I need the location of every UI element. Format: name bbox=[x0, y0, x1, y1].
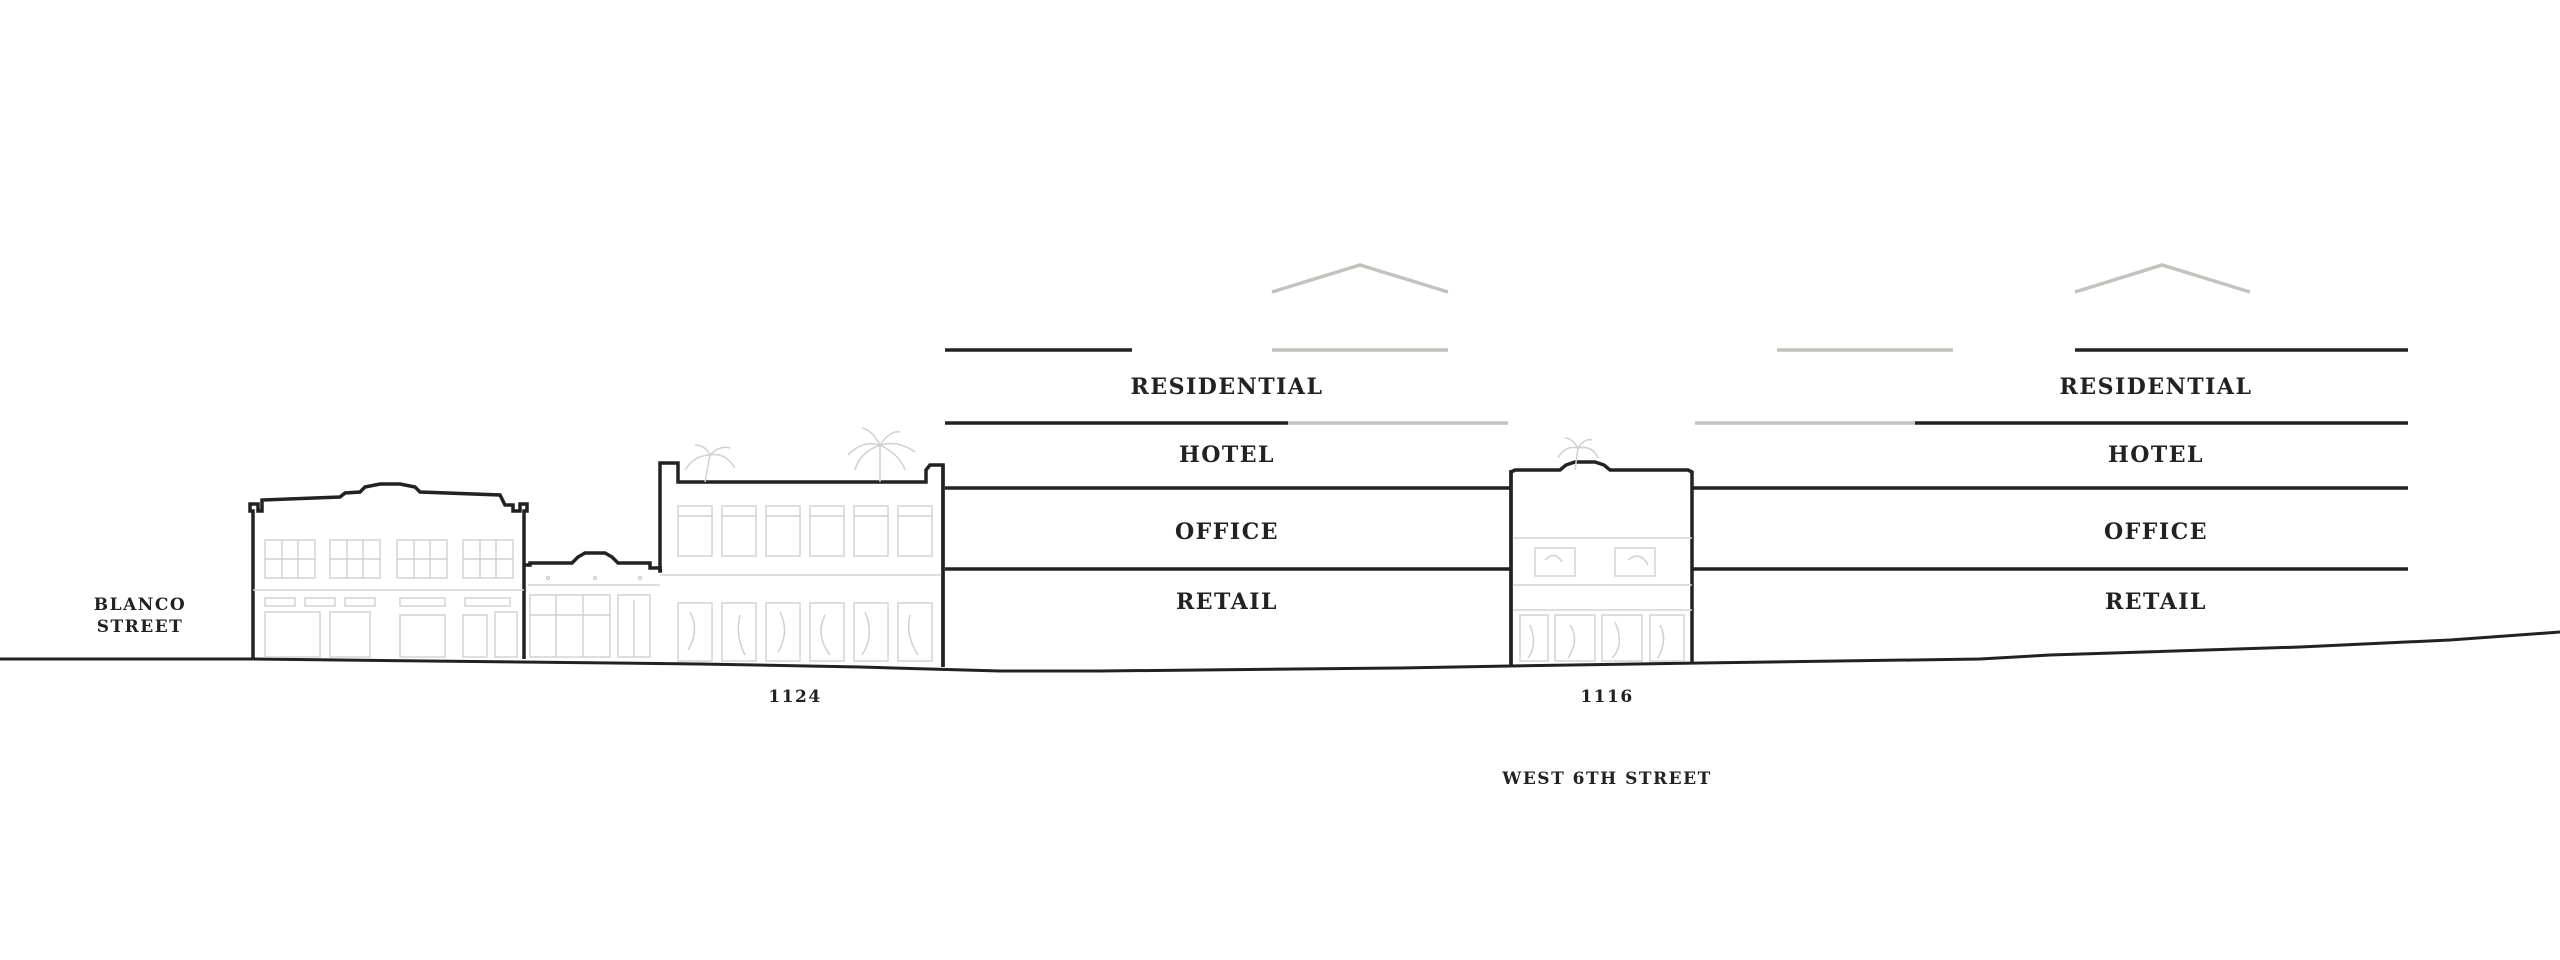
building-1124-outline bbox=[658, 461, 945, 667]
historic-building-1116 bbox=[1509, 437, 1694, 667]
rooftop-palms-1124 bbox=[684, 427, 916, 483]
historic-building-b bbox=[524, 551, 662, 658]
building-1116-facade bbox=[1511, 437, 1692, 662]
address-1124-label: 1124 bbox=[768, 687, 821, 707]
right-pitched-roof-ghost bbox=[2074, 263, 2251, 294]
west-6th-street-label: WEST 6TH STREET bbox=[1501, 769, 1711, 789]
building-a-facade bbox=[253, 539, 524, 658]
historic-building-1124 bbox=[658, 427, 945, 667]
right-retail-label: RETAIL bbox=[2105, 589, 2207, 615]
right-office-label: OFFICE bbox=[2104, 519, 2208, 545]
right-residential-label: RESIDENTIAL bbox=[2060, 374, 2253, 400]
left-pitched-roof-ghost bbox=[1271, 263, 1449, 294]
left-hotel-label: HOTEL bbox=[1179, 442, 1275, 468]
address-1116-label: 1116 bbox=[1580, 687, 1633, 707]
building-b-outline bbox=[524, 551, 662, 573]
left-tower bbox=[941, 263, 1513, 667]
left-residential-label: RESIDENTIAL bbox=[1131, 374, 1324, 400]
building-b-facade bbox=[528, 575, 660, 658]
right-tower bbox=[1692, 263, 2408, 571]
building-1124-facade bbox=[660, 505, 943, 662]
blanco-street-label-line1: BLANCO bbox=[94, 595, 186, 615]
historic-building-a bbox=[248, 482, 529, 659]
left-retail-label: RETAIL bbox=[1176, 589, 1278, 615]
building-1116-outline bbox=[1509, 460, 1694, 667]
ground-line bbox=[0, 630, 2560, 673]
building-a-outline bbox=[248, 482, 529, 659]
blanco-street-label-line2: STREET bbox=[97, 617, 184, 637]
right-hotel-label: HOTEL bbox=[2108, 442, 2204, 468]
left-office-label: OFFICE bbox=[1175, 519, 1279, 545]
